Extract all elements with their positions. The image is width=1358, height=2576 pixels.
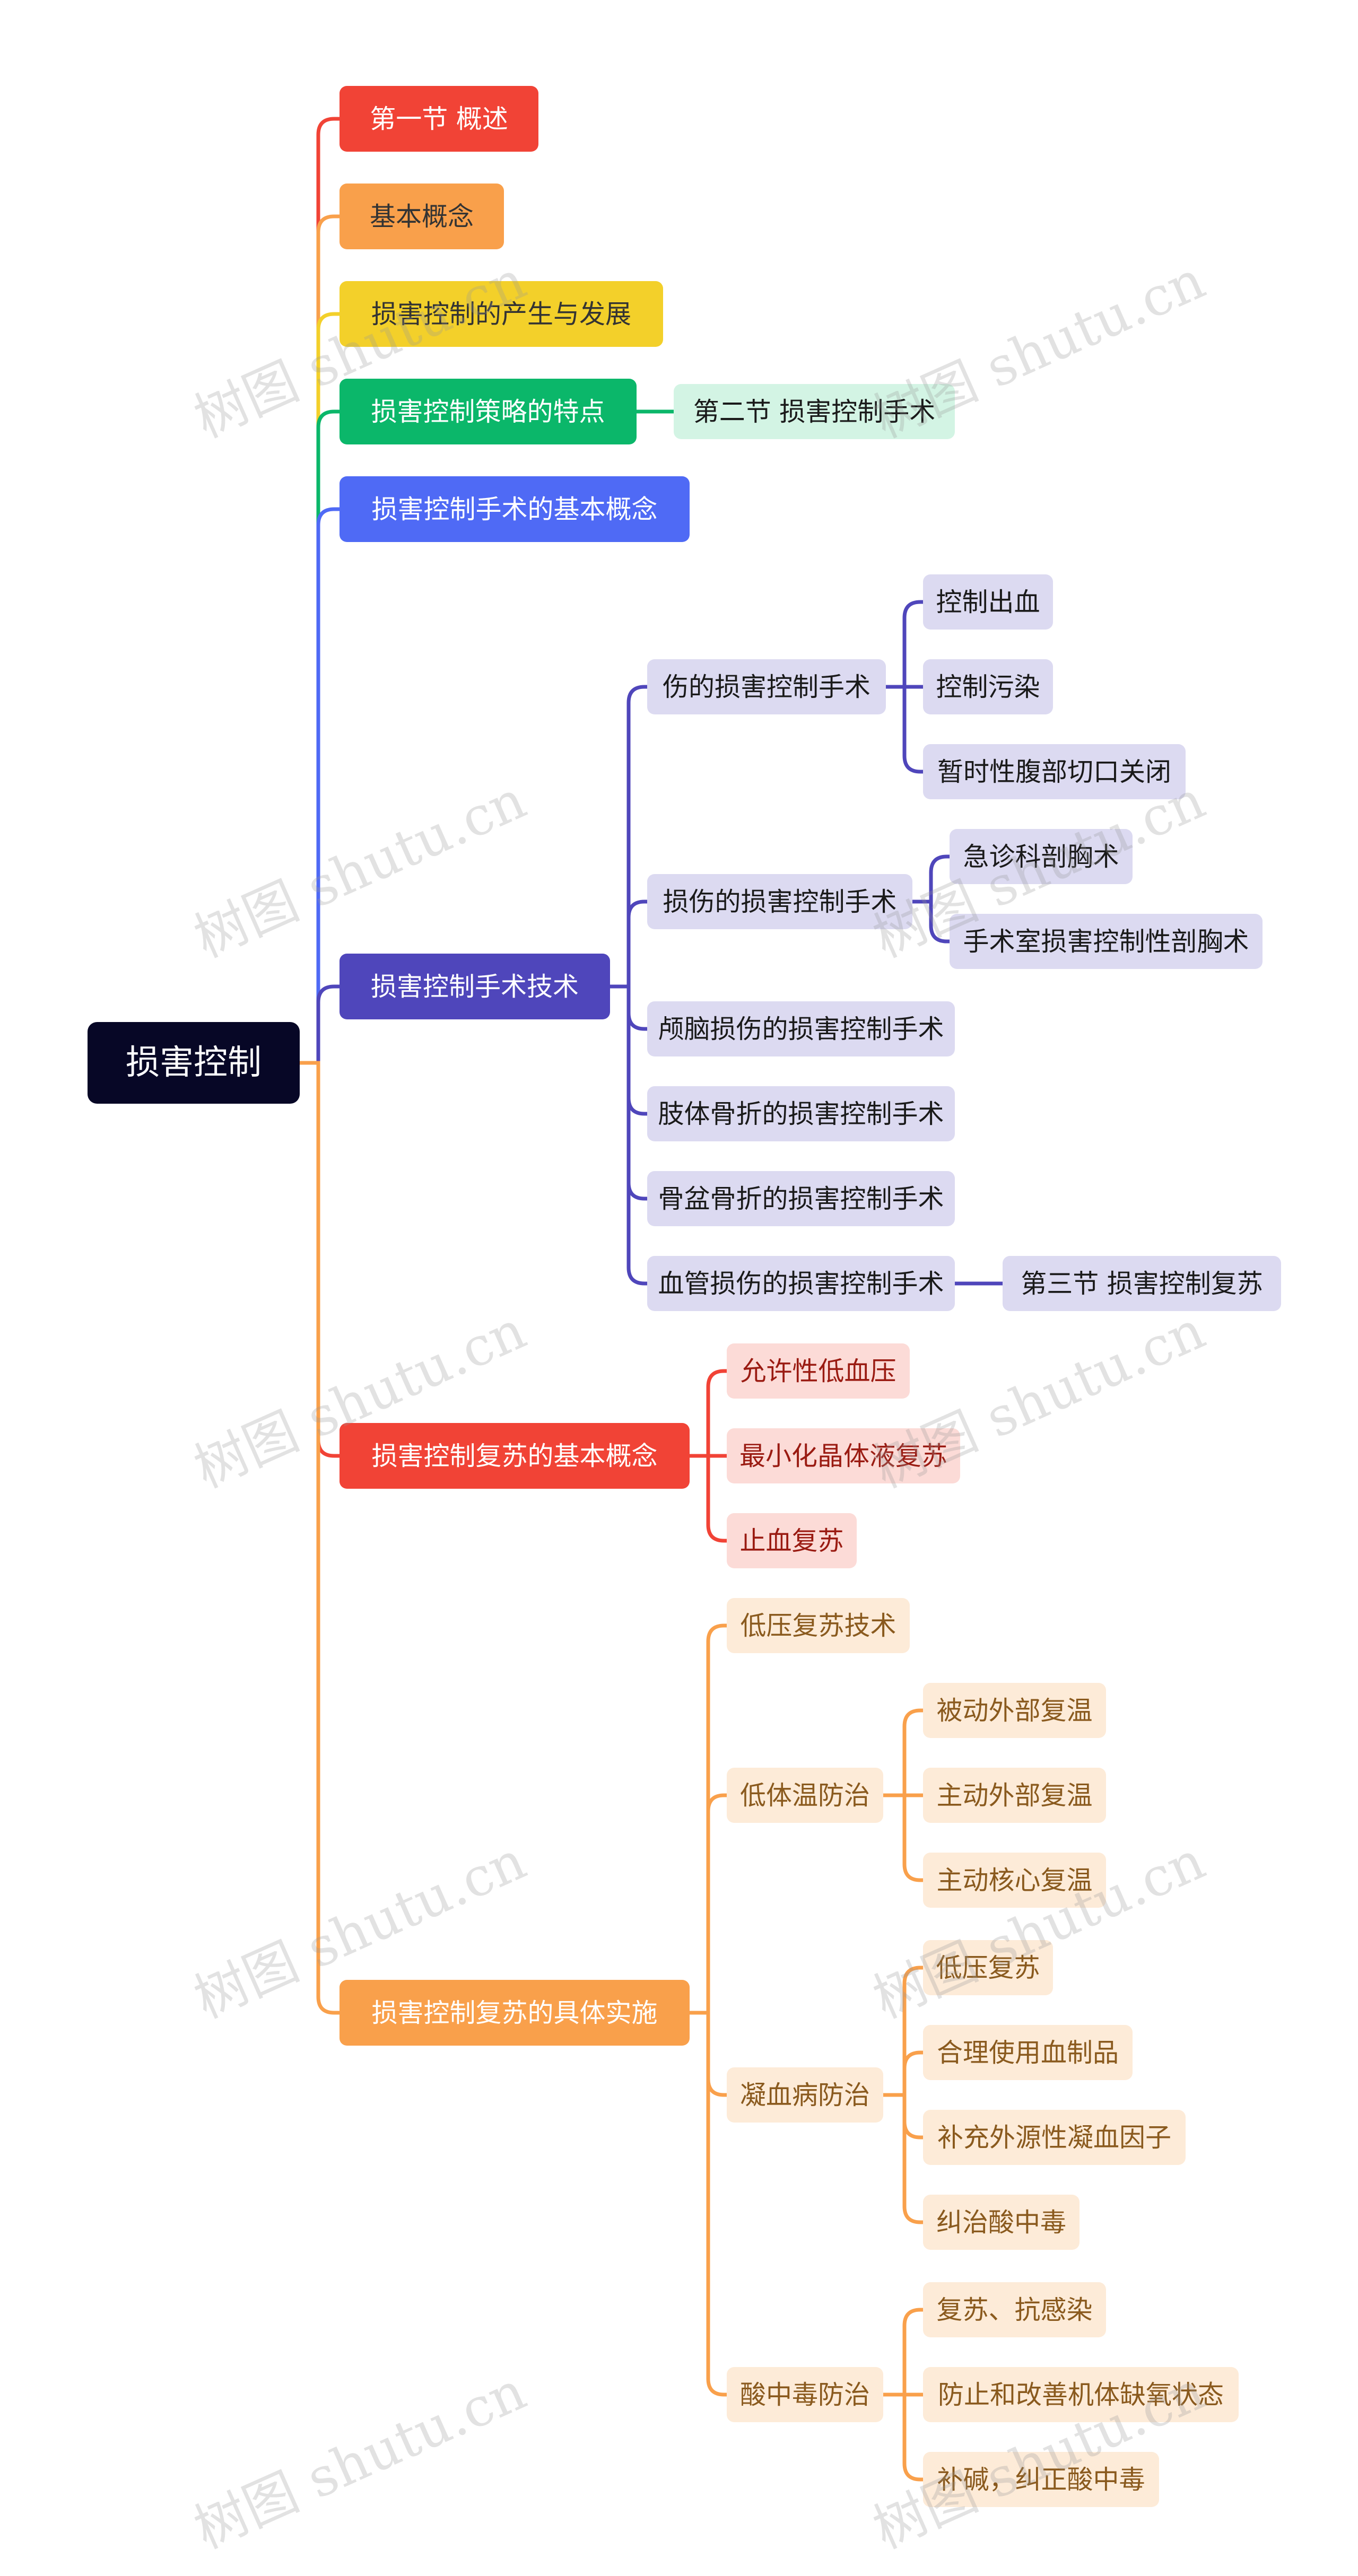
connector-b7c2c2 bbox=[881, 2093, 925, 2140]
leaf-section-three[interactable]: 第三节 损害控制复苏 bbox=[1003, 1256, 1281, 1311]
connector-b7c1 bbox=[687, 1793, 729, 2015]
node-minimal-crystalloid[interactable]: 最小化晶体液复苏 bbox=[727, 1428, 960, 1483]
connector-b5c5 bbox=[608, 984, 649, 1286]
leaf-er-thoracotomy[interactable]: 急诊科剖胸术 bbox=[950, 829, 1133, 884]
branch-resuscitation-concept[interactable]: 损害控制复苏的基本概念 bbox=[340, 1423, 690, 1489]
connector-b5c0 bbox=[608, 685, 649, 989]
node-damage-surgery[interactable]: 损伤的损害控制手术 bbox=[647, 874, 912, 929]
branch-strategy-features[interactable]: 损害控制策略的特点 bbox=[340, 379, 637, 444]
leaf-correct-acidosis[interactable]: 纠治酸中毒 bbox=[923, 2195, 1080, 2250]
node-low-pressure-technique[interactable]: 低压复苏技术 bbox=[727, 1598, 910, 1653]
connector-b7c0 bbox=[687, 1623, 729, 2015]
node-pelvic-fracture-surgery[interactable]: 骨盆骨折的损害控制手术 bbox=[647, 1171, 955, 1226]
connector-b6c2 bbox=[687, 1454, 729, 1543]
node-hypothermia[interactable]: 低体温防治 bbox=[727, 1768, 883, 1823]
node-permissive-hypotension[interactable]: 允许性低血压 bbox=[727, 1343, 910, 1399]
node-coagulopathy[interactable]: 凝血病防治 bbox=[727, 2067, 883, 2123]
connector-b1 bbox=[298, 214, 342, 1065]
connector-b6c0 bbox=[687, 1369, 729, 1458]
connector-b6 bbox=[298, 1061, 342, 1458]
leaf-passive-rewarming[interactable]: 被动外部复温 bbox=[923, 1683, 1106, 1738]
connector-b7c2 bbox=[687, 2011, 729, 2097]
connector-b2 bbox=[298, 312, 342, 1065]
connector-b5c0c0 bbox=[884, 600, 925, 689]
connector-b7c1c2 bbox=[881, 1793, 925, 1882]
connector-b5c1 bbox=[608, 900, 649, 989]
connector-b7c2c0 bbox=[881, 1966, 925, 2097]
connector-b0 bbox=[298, 117, 342, 1065]
node-acidosis[interactable]: 酸中毒防治 bbox=[727, 2367, 883, 2422]
node-section-two[interactable]: 第二节 损害控制手术 bbox=[674, 384, 955, 439]
connector-b7c3c2 bbox=[881, 2392, 925, 2482]
branch-resuscitation-implementation[interactable]: 损害控制复苏的具体实施 bbox=[340, 1980, 690, 2046]
connector-b5c4 bbox=[608, 984, 649, 1201]
connector-b5 bbox=[298, 984, 342, 1065]
connector-b7c3 bbox=[687, 2011, 729, 2397]
branch-overview[interactable]: 第一节 概述 bbox=[340, 86, 538, 152]
watermark: 树图 shutu.cn bbox=[185, 2360, 535, 2561]
root-node[interactable]: 损害控制 bbox=[88, 1022, 300, 1104]
leaf-hypoxia-prevention[interactable]: 防止和改善机体缺氧状态 bbox=[923, 2367, 1239, 2422]
connector-b7 bbox=[298, 1061, 342, 2015]
branch-surgery-concept[interactable]: 损害控制手术的基本概念 bbox=[340, 476, 690, 542]
connector-b7c2c1 bbox=[881, 2050, 925, 2097]
connector-b5c0c2 bbox=[884, 685, 925, 774]
leaf-alkali-supplement[interactable]: 补碱，纠正酸中毒 bbox=[923, 2452, 1159, 2507]
leaf-or-thoracotomy[interactable]: 手术室损害控制性剖胸术 bbox=[950, 914, 1263, 969]
connector-b7c2c3 bbox=[881, 2093, 925, 2224]
leaf-control-contamination[interactable]: 控制污染 bbox=[923, 659, 1053, 714]
connector-b7c1c0 bbox=[881, 1708, 925, 1797]
node-limb-fracture-surgery[interactable]: 肢体骨折的损害控制手术 bbox=[647, 1086, 955, 1141]
leaf-active-core-rewarming[interactable]: 主动核心复温 bbox=[923, 1853, 1106, 1908]
leaf-anti-infection[interactable]: 复苏、抗感染 bbox=[923, 2282, 1106, 2337]
leaf-low-pressure[interactable]: 低压复苏 bbox=[923, 1940, 1053, 1995]
watermark: 树图 shutu.cn bbox=[864, 1829, 1214, 2030]
node-injury-surgery[interactable]: 伤的损害控制手术 bbox=[647, 659, 886, 714]
node-hemostatic-resuscitation[interactable]: 止血复苏 bbox=[727, 1513, 857, 1568]
connector-b5c3 bbox=[608, 984, 649, 1116]
branch-origin-development[interactable]: 损害控制的产生与发展 bbox=[340, 281, 663, 347]
branch-surgery-technique[interactable]: 损害控制手术技术 bbox=[340, 954, 610, 1019]
watermark: 树图 shutu.cn bbox=[185, 769, 535, 970]
connector-b5c2 bbox=[608, 984, 649, 1031]
node-vascular-surgery[interactable]: 血管损伤的损害控制手术 bbox=[647, 1256, 955, 1311]
leaf-coagulation-factors[interactable]: 补充外源性凝血因子 bbox=[923, 2110, 1186, 2165]
leaf-blood-products[interactable]: 合理使用血制品 bbox=[923, 2025, 1133, 2080]
leaf-temporary-closure[interactable]: 暂时性腹部切口关闭 bbox=[923, 744, 1186, 799]
leaf-active-external-rewarming[interactable]: 主动外部复温 bbox=[923, 1768, 1106, 1823]
connector-b7c3c0 bbox=[881, 2308, 925, 2397]
connector-b3 bbox=[298, 409, 342, 1065]
connector-b5c1c1 bbox=[910, 900, 952, 944]
connector-b5c1c0 bbox=[910, 854, 952, 904]
leaf-control-bleeding[interactable]: 控制出血 bbox=[923, 574, 1053, 630]
branch-basic-concept[interactable]: 基本概念 bbox=[340, 184, 504, 249]
node-brain-surgery[interactable]: 颅脑损伤的损害控制手术 bbox=[647, 1001, 955, 1056]
connector-b4 bbox=[298, 507, 342, 1065]
